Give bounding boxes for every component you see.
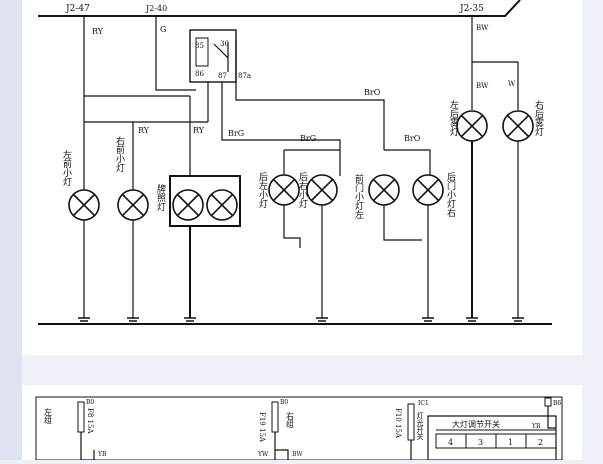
lamp-9-icon	[502, 110, 534, 142]
lamp-label-8: 左后雾灯	[448, 99, 459, 137]
lamp-4-icon	[268, 174, 300, 206]
label-left-group: 左组	[44, 407, 53, 424]
fuse-right-tag: IC1	[418, 400, 429, 407]
switch-cell-3: 1	[508, 438, 513, 447]
wire-label-bro-top: BrO	[364, 88, 381, 97]
wire-lamp6-bottom	[383, 205, 422, 241]
wire-relay-87-bro	[235, 40, 385, 150]
wire-label-yr: YR	[531, 423, 541, 430]
connector-b6	[544, 397, 552, 407]
wire-lamp4-bottom	[283, 205, 301, 248]
relay-pin-85: 85	[195, 42, 204, 50]
fuse-right	[407, 403, 415, 460]
lamp-label-3: 牌照灯	[155, 183, 166, 212]
lamp-6-icon	[368, 174, 400, 206]
wire-label-ry-left: RY	[92, 27, 104, 36]
switch-cell-4: 2	[538, 438, 543, 447]
lamp-label-6: 前门小灯左	[353, 173, 364, 219]
lamp-3a-icon	[172, 189, 204, 221]
fuse-mid-tag: B0	[280, 399, 288, 406]
wire-right-yr	[547, 400, 556, 429]
switch-cell-2: 3	[478, 438, 483, 447]
wire-label-g: G	[160, 25, 166, 34]
wire-label-bw-lamp: BW	[476, 82, 489, 90]
sidebar-strip	[0, 0, 22, 460]
lamp-label-1: 左前小灯	[61, 149, 72, 187]
wire-label-ry-mid: RY	[138, 126, 150, 135]
wire-label-brg-left: BrG	[228, 129, 244, 138]
connector-j2-40: J2-40	[145, 4, 167, 13]
lamp-label-2: 右前小灯	[114, 135, 125, 173]
lamp-label-9: 右后雾灯	[533, 99, 544, 137]
wire-label-bw-right: BW	[476, 24, 489, 32]
fuse-left-tag: B0	[86, 399, 94, 406]
fuse-left-label: F8 15A	[86, 408, 94, 434]
switch-title: 大灯调节开关	[452, 419, 500, 429]
fuse-mid	[271, 401, 289, 460]
wire-label-yw: YW	[257, 451, 269, 458]
wire-label-bro-right: BrO	[404, 134, 421, 143]
lamp-3b-icon	[206, 189, 238, 221]
label-right-group: 右组	[286, 411, 295, 428]
lamp-label-7: 后门小灯右	[445, 172, 456, 218]
switch-cell-1: 4	[448, 438, 453, 447]
wire-label-bw-lower: BW	[292, 451, 303, 458]
connector-j2-47: J2-47	[65, 4, 90, 14]
lamp-7-icon	[412, 174, 444, 206]
relay-pin-87: 87	[218, 72, 227, 80]
headlamp-adjust-switch	[427, 415, 557, 461]
relay-pin-86: 86	[195, 70, 204, 78]
connector-b6-label: B6	[553, 400, 561, 407]
label-light-switch: 灯光开关	[416, 411, 424, 441]
wire-bro-right	[384, 149, 431, 176]
wire-label-brg-right: BrG	[300, 134, 316, 143]
lamp-label-5: 后右小灯	[297, 172, 308, 209]
lamp-8-icon	[456, 110, 488, 142]
wire-label-ry-inner: RY	[193, 126, 205, 135]
relay-pin-87a: 87a	[238, 72, 251, 80]
relay-pin-30: 30	[220, 40, 229, 48]
plate-light-frame	[169, 175, 241, 227]
wire-label-w-lamp: W	[508, 80, 516, 88]
lamp-5-icon	[306, 174, 338, 206]
lamp-label-4: 后左小灯	[257, 172, 268, 209]
wire-brg	[221, 82, 341, 176]
connector-j2-35: J2-35	[459, 4, 484, 14]
ground-symbols	[78, 317, 524, 322]
lamp-2-icon	[117, 189, 149, 221]
fuse-mid-label: F19 15A	[258, 412, 266, 443]
top-bus-line	[38, 0, 521, 17]
fuse-right-label: F10 15A	[394, 408, 402, 439]
wire-g	[155, 16, 196, 91]
diagram-sheet-upper	[22, 0, 582, 355]
lamp-1-icon	[68, 189, 100, 221]
wire-label-yb: YB	[97, 451, 107, 458]
